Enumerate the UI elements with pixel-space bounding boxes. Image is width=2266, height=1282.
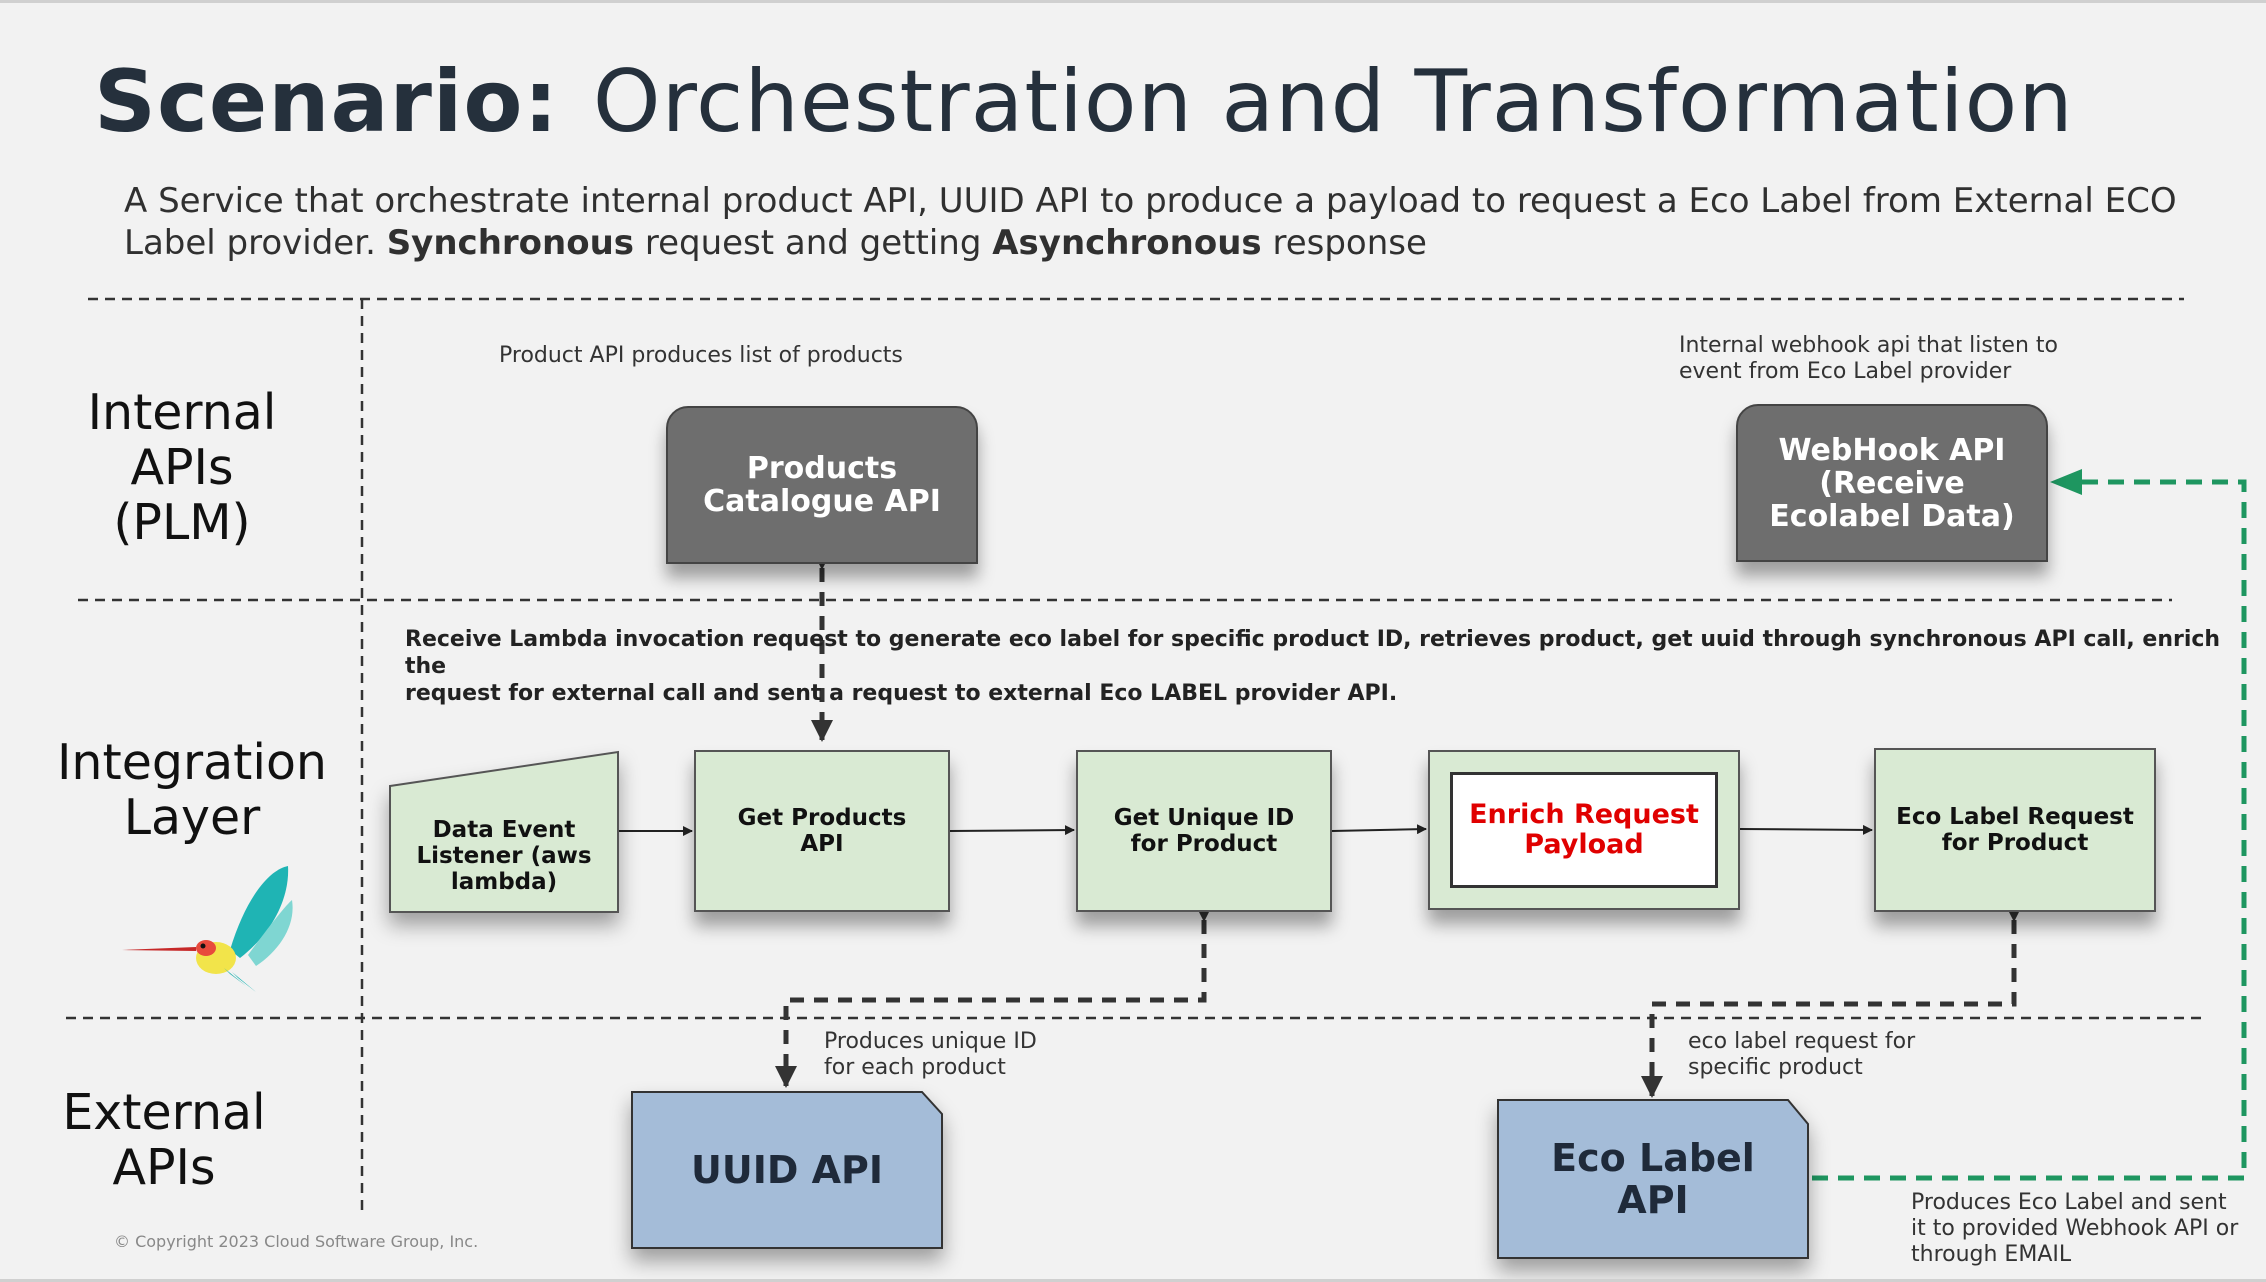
get-products-api-box: Get Products API [694,750,950,912]
enrich-request-payload-box: Enrich Request Payload [1428,750,1740,910]
lane-internal-line2: APIs [130,439,234,496]
title-main: Orchestration and Transformation [592,52,2074,152]
note-produces-line1: Produces Eco Label and sent [1911,1190,2227,1215]
get-products-line2: API [800,831,844,857]
hummingbird-logo [122,866,293,992]
products-catalogue-api-box: Products Catalogue API [666,406,978,564]
webhook-line3: Ecolabel Data) [1769,498,2015,534]
note-integration: Receive Lambda invocation request to gen… [405,626,2266,707]
arrow-unique-id-to-enrich [1331,824,1427,835]
lane-label-internal: Internal APIs (PLM) [72,385,292,550]
eco-label-api-line1: Eco Label [1551,1136,1755,1180]
note-uuid: Produces unique ID for each product [824,1029,1037,1081]
products-catalogue-line2: Catalogue API [703,484,941,519]
lane-internal-line3: (PLM) [113,494,251,551]
note-product-api: Product API produces list of products [499,343,903,368]
uuid-api-shape [631,1091,943,1249]
arrow-eco-request-eco-label-api [1641,900,2025,1098]
page-title: Scenario: Orchestration and Transformatio… [94,52,2074,152]
note-webhook-line2: event from Eco Label provider [1679,359,2012,384]
data-event-listener-shape [389,750,619,913]
eco-label-request-box: Eco Label Request for Product [1874,748,2156,912]
lane-label-external: External APIs [54,1085,274,1195]
get-unique-id-line1: Get Unique ID [1113,805,1295,831]
note-produces-eco-label: Produces Eco Label and sent it to provid… [1911,1190,2238,1268]
bottom-border [0,1279,2266,1282]
page-subtitle: A Service that orchestrate internal prod… [124,180,2184,264]
data-event-listener-box: Data Event Listener (aws lambda) [390,800,618,912]
eco-label-api-box: Eco Label API [1498,1100,1808,1258]
note-produces-line2: it to provided Webhook API or [1911,1216,2239,1241]
webhook-line1: WebHook API [1778,432,2006,468]
note-eco-label-request: eco label request for specific product [1688,1029,1915,1081]
enrich-line2: Payload [1524,829,1644,860]
data-event-line1: Data Event [432,817,576,843]
uuid-api-box: UUID API [632,1092,942,1248]
note-uuid-line2: for each product [824,1055,1006,1080]
get-products-line1: Get Products [737,805,907,831]
note-integration-line1: Receive Lambda invocation request to gen… [405,627,2221,679]
lane-external-line2: APIs [112,1139,216,1196]
uuid-api-label: UUID API [690,1148,884,1192]
subtitle-bold-sync: Synchronous [386,223,635,263]
note-webhook: Internal webhook api that listen to even… [1679,333,2058,385]
eco-label-api-shape [1497,1099,1809,1259]
subtitle-text-1: A Service that orchestrate internal prod… [124,181,2177,263]
copyright-notice: © Copyright 2023 Cloud Software Group, I… [114,1232,479,1251]
arrow-get-products-to-unique-id [949,825,1075,836]
lane-integration-line2: Layer [123,789,261,846]
subtitle-text-2: request and getting [634,223,993,263]
eco-label-request-line1: Eco Label Request [1896,804,2134,830]
eco-label-request-line2: for Product [1941,830,2089,856]
eco-label-api-line2: API [1617,1178,1689,1222]
lane-internal-line1: Internal [87,384,277,441]
subtitle-text-3: response [1261,223,1427,263]
title-scenario: Scenario: [94,52,559,152]
products-catalogue-line1: Products [746,451,898,486]
subtitle-bold-async: Asynchronous [992,223,1262,263]
get-unique-id-line2: for Product [1130,831,1278,857]
note-ecolabel-line1: eco label request for [1688,1029,1916,1054]
lane-external-line1: External [62,1084,266,1141]
note-produces-line3: through EMAIL [1911,1242,2072,1267]
note-ecolabel-line2: specific product [1688,1055,1863,1080]
enrich-request-inner: Enrich Request Payload [1450,772,1718,888]
top-border [0,0,2266,3]
lane-label-integration: Integration Layer [52,735,332,845]
data-event-line2: Listener (aws [416,843,592,869]
note-webhook-line1: Internal webhook api that listen to [1679,333,2058,358]
arrow-unique-id-uuid-api [775,900,1215,1088]
enrich-line1: Enrich Request [1469,799,1699,830]
webhook-api-box: WebHook API (Receive Ecolabel Data) [1736,404,2048,562]
webhook-line2: (Receive [1819,465,1965,501]
note-uuid-line1: Produces unique ID [824,1029,1037,1054]
lane-integration-line1: Integration [56,734,327,791]
note-integration-line2: request for external call and sent a req… [405,681,1398,706]
data-event-line3: lambda) [450,869,558,895]
arrow-enrich-to-eco-request [1739,824,1873,835]
get-unique-id-box: Get Unique ID for Product [1076,750,1332,912]
arrow-async-webhook-callback [1812,469,2247,1181]
